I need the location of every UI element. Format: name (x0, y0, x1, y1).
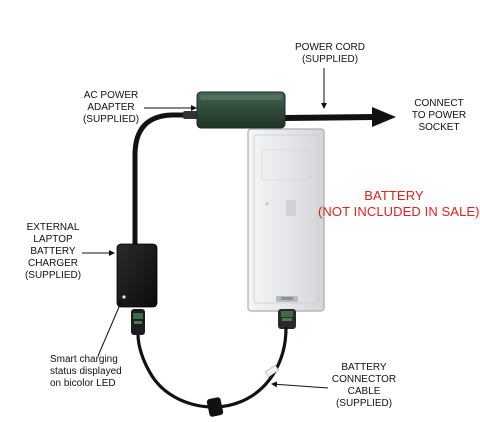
ferrite-bead (206, 397, 224, 417)
battery-pack (247, 128, 325, 312)
connect-socket-label: CONNECT TO POWER SOCKET (411, 98, 467, 133)
annotation-arrows (82, 68, 329, 389)
power-cord-label: POWER CORD (SUPPLIED) (295, 42, 365, 65)
battery-connector (278, 309, 296, 329)
led-status-label: Smart charging status displayed on bicol… (50, 354, 122, 389)
charger-plug (131, 309, 145, 335)
battery-not-included-note: BATTERY (NOT INCLUDED IN SALE) (318, 188, 480, 219)
power-cord (282, 107, 396, 127)
charger-label: EXTERNAL LAPTOP BATTERY CHARGER (SUPPLIE… (24, 222, 82, 281)
ac-adapter (196, 91, 286, 129)
adapter-to-charger-cable (132, 112, 201, 249)
ac-adapter-label: AC POWER ADAPTER (SUPPLIED) (82, 90, 140, 125)
cable-tag (265, 364, 279, 378)
led-indicator (122, 295, 126, 299)
adapter-strain-relief (183, 111, 199, 119)
connector-cable (136, 326, 288, 409)
connector-cable-label: BATTERY CONNECTOR CABLE (SUPPLIED) (331, 362, 397, 409)
external-charger (116, 243, 158, 308)
